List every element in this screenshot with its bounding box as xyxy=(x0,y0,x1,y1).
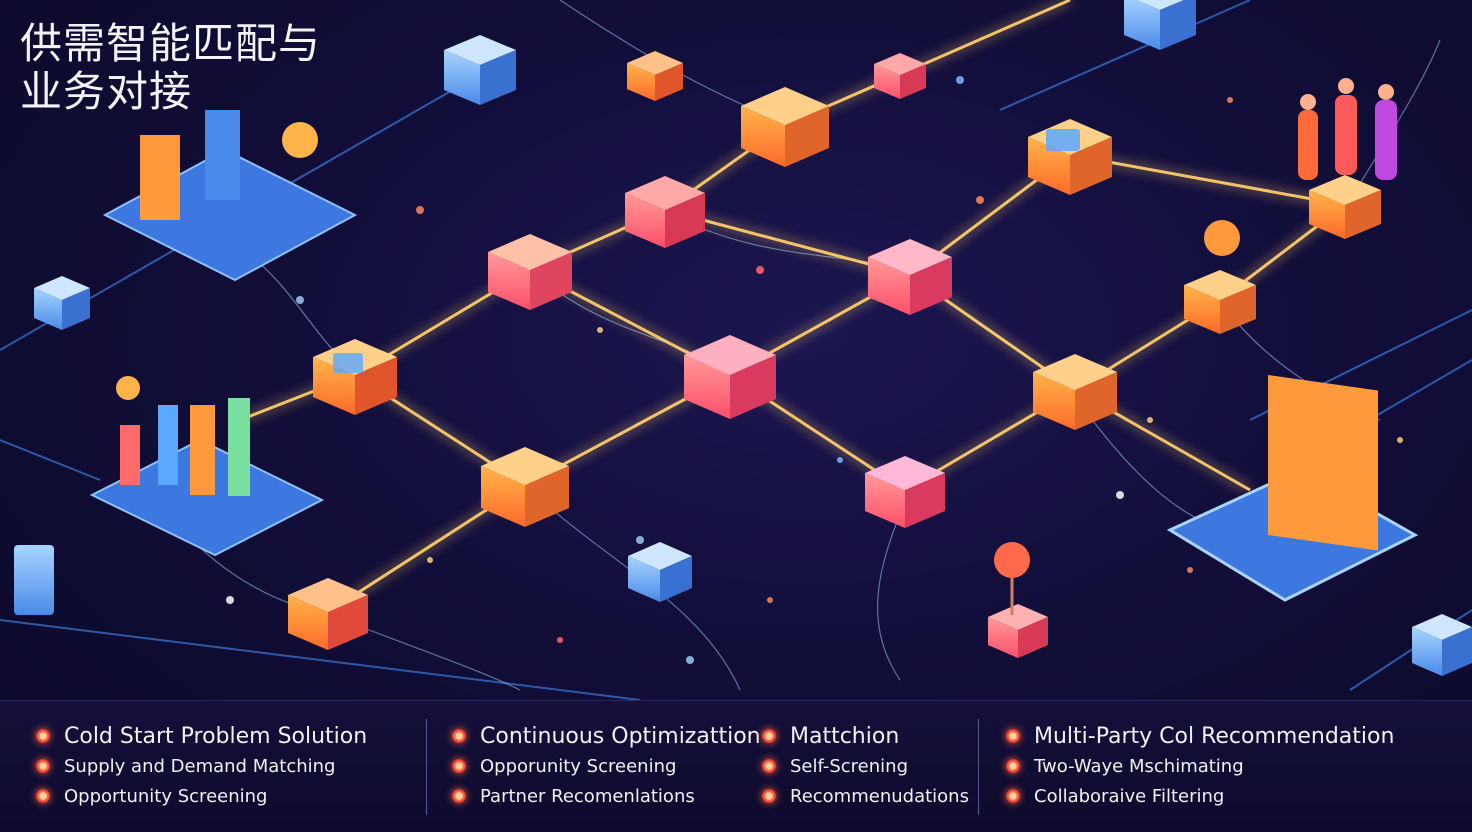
legend-item: Recommenudations xyxy=(762,781,969,811)
legend-column-3: Mattchion Self-Screning Recommenudations xyxy=(762,721,969,811)
legend-panel: Cold Start Problem Solution Supply and D… xyxy=(0,700,1472,832)
bullet-icon xyxy=(762,759,776,773)
cube-node xyxy=(741,87,829,167)
bullet-icon xyxy=(36,789,50,803)
cube-node xyxy=(1184,270,1256,334)
cube-node xyxy=(868,239,952,315)
bullet-icon xyxy=(452,759,466,773)
bullet-icon xyxy=(452,729,466,743)
cube-node xyxy=(1028,119,1112,195)
cube-node xyxy=(481,447,569,527)
server-icon xyxy=(14,545,54,615)
divider xyxy=(978,719,979,815)
cube-node xyxy=(865,456,945,528)
page-title: 供需智能匹配与 业务对接 xyxy=(20,19,322,116)
bullet-icon xyxy=(36,729,50,743)
bullet-icon xyxy=(1006,729,1020,743)
cube-node xyxy=(313,339,397,415)
legend-item: Partner Recomenlations xyxy=(452,781,761,811)
bullet-icon xyxy=(452,789,466,803)
cube-node xyxy=(684,335,776,419)
lightbulb-icon xyxy=(1204,220,1240,256)
legend-item: Multi-Party Col Recommendation xyxy=(1006,721,1394,751)
blue-cube xyxy=(1412,614,1472,676)
bullet-icon xyxy=(762,789,776,803)
analytics-platform xyxy=(102,110,358,282)
tree-icon xyxy=(994,542,1030,615)
bullet-icon xyxy=(36,759,50,773)
legend-column-1: Cold Start Problem Solution Supply and D… xyxy=(36,721,367,811)
cube-node xyxy=(488,234,572,310)
legend-item: Collaboraive Filtering xyxy=(1006,781,1394,811)
legend-item: Self-Screning xyxy=(762,751,969,781)
legend-item: Two-Waye Mschimating xyxy=(1006,751,1394,781)
cube-node xyxy=(988,604,1048,658)
legend-item: Mattchion xyxy=(762,721,969,751)
cube-node xyxy=(874,53,926,99)
divider xyxy=(426,719,427,815)
particle-dots xyxy=(226,76,1403,664)
blue-cube xyxy=(444,35,516,105)
cube-node xyxy=(1033,354,1117,430)
legend-item: Opporunity Screening xyxy=(452,751,761,781)
cube-node xyxy=(625,176,705,248)
cube-node xyxy=(627,51,683,101)
legend-item: Cold Start Problem Solution xyxy=(36,721,367,751)
legend-item: Opportunity Screening xyxy=(36,781,367,811)
bullet-icon xyxy=(1006,759,1020,773)
legend-item: Continuous Optimizattion xyxy=(452,721,761,751)
blue-cube xyxy=(628,542,692,602)
legend-column-4: Multi-Party Col Recommendation Two-Waye … xyxy=(1006,721,1394,811)
bullet-icon xyxy=(762,729,776,743)
bar-chart-platform xyxy=(89,376,325,557)
blue-cube xyxy=(34,276,90,330)
cube-node xyxy=(1309,175,1381,239)
bullet-icon xyxy=(1006,789,1020,803)
network-diagram xyxy=(0,0,1472,700)
people-figures xyxy=(1298,78,1397,180)
legend-column-2: Continuous Optimizattion Opporunity Scre… xyxy=(452,721,761,811)
blue-cube xyxy=(1124,0,1196,50)
legend-item: Supply and Demand Matching xyxy=(36,751,367,781)
cube-node xyxy=(288,578,368,650)
laptop-illustration xyxy=(1166,374,1419,602)
